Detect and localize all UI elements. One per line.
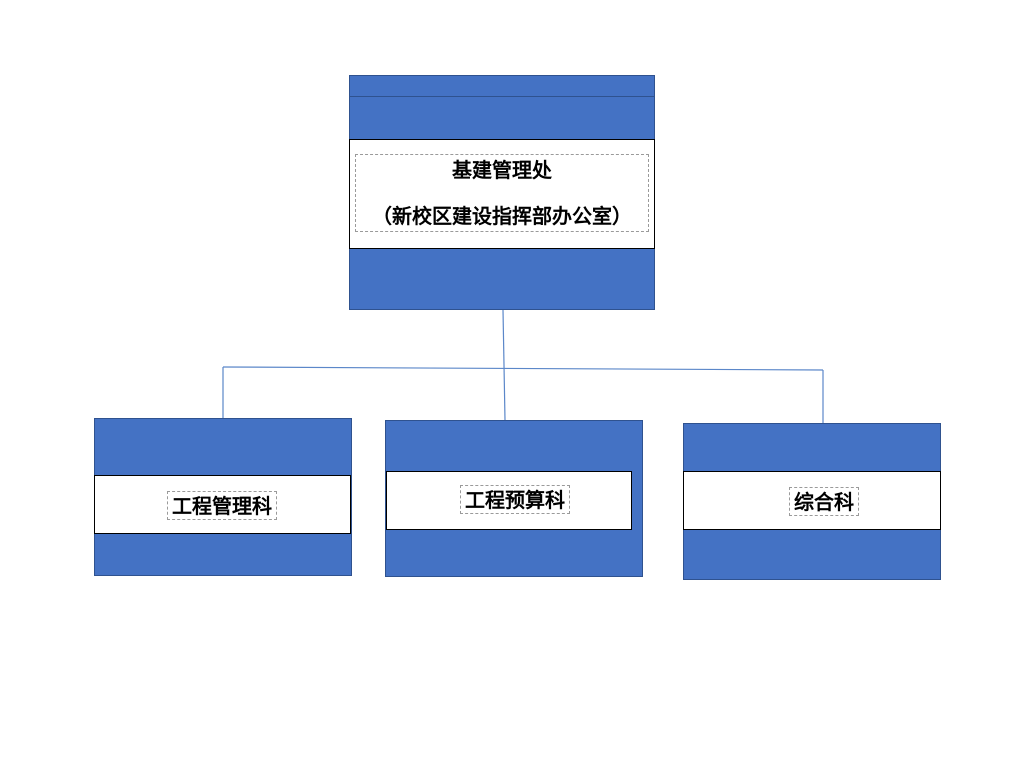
root-node-label-frame: 基建管理处 （新校区建设指挥部办公室） (355, 154, 649, 232)
child-node-2-label-band: 工程预算科 (386, 471, 632, 530)
child-node-3-label: 综合科 (794, 489, 854, 514)
root-node-seam (350, 96, 654, 97)
root-stem-line (502, 309, 506, 421)
child-node-3-label-band: 综合科 (683, 471, 941, 530)
child-node-engineering-management: 工程管理科 (94, 418, 352, 576)
horizontal-bus-line (222, 366, 824, 371)
child-node-2-label: 工程预算科 (465, 487, 565, 512)
child-node-1-label: 工程管理科 (172, 493, 272, 518)
root-node-label-band: 基建管理处 （新校区建设指挥部办公室） (349, 139, 655, 249)
child-node-general-affairs: 综合科 (683, 423, 941, 580)
child-node-engineering-budget: 工程预算科 (385, 420, 643, 577)
child-node-2-label-frame: 工程预算科 (460, 485, 570, 514)
root-node: 基建管理处 （新校区建设指挥部办公室） (349, 75, 655, 310)
root-node-title: 基建管理处 (452, 158, 552, 182)
child-node-1-label-band: 工程管理科 (94, 475, 351, 534)
child-node-3-label-frame: 综合科 (789, 487, 859, 516)
child-node-1-label-frame: 工程管理科 (167, 491, 277, 520)
root-node-subtitle: （新校区建设指挥部办公室） (372, 204, 632, 228)
